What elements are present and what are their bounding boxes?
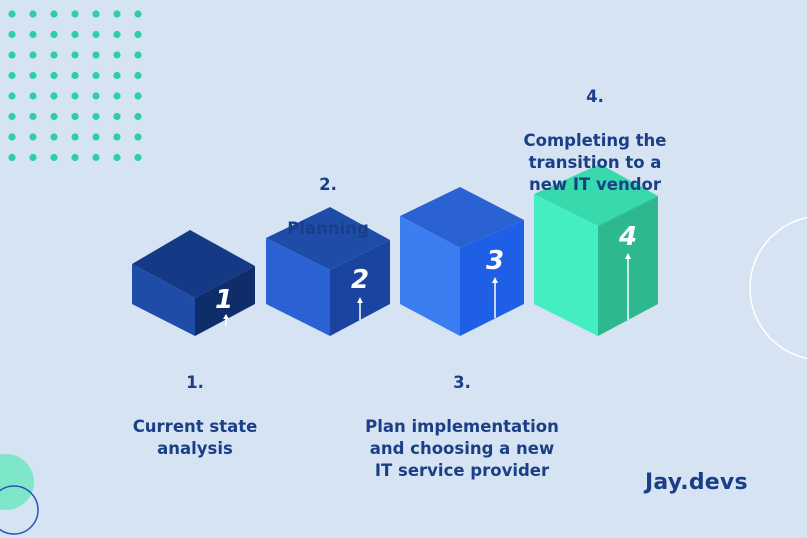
decor-dot [113,92,121,100]
cube-step-1: 1 [132,230,255,336]
decor-dot [50,92,58,100]
decor-dot [50,51,58,59]
decor-dot [134,30,142,39]
decor-dot [113,112,121,121]
step-2-number: 2. [319,175,337,194]
cube-digit-1: 1 [215,285,233,315]
decor-dot [8,133,16,141]
decor-dot [8,112,16,121]
decor-dot [113,30,121,39]
decor-dot [113,71,121,80]
cube-digit-2: 2 [351,265,369,295]
decor-dot [29,112,37,121]
decor-dot [71,92,79,100]
cube-digit-3: 3 [486,246,504,276]
decor-dot [50,112,58,121]
decor-dot [8,51,16,59]
decor-dot [29,10,37,18]
step-3-number: 3. [453,373,471,392]
decor-dot [92,153,100,162]
decor-dot [29,133,37,141]
decor-dot [113,10,121,18]
step-2-label: 2. Planning [243,152,413,262]
cube-step-2: 2 [266,207,390,336]
decor-dot [113,133,121,141]
cube-step-4: 4 [534,164,658,336]
step-4-number: 4. [586,87,604,106]
step-3-label: 3. Plan implementation and choosing a ne… [352,350,572,504]
decor-dot [8,71,16,80]
decor-dot [71,71,79,80]
cube-digit-4: 4 [618,222,637,252]
decor-dot [29,92,37,100]
step-1-text: Current state analysis [132,417,258,458]
step-3-text: Plan implementation and choosing a new I… [365,417,559,480]
decor-dot [29,71,37,80]
decor-dot [50,10,58,18]
decor-dot [8,92,16,100]
step-4-label: 4. Completing the transition to a new IT… [505,64,685,218]
outline-circle-right [749,216,807,360]
decor-dot [92,92,100,100]
filled-circle-left [0,454,34,510]
decor-dot [8,30,16,39]
decor-dot [113,153,121,162]
decor-dot [8,10,16,18]
decor-dot [71,10,79,18]
decor-dot [8,153,16,162]
outline-circle-left [0,485,39,535]
decor-dot [134,10,142,18]
decor-dot [92,112,100,121]
decor-dot [29,51,37,59]
decor-dot [29,30,37,39]
decor-dot [134,153,142,162]
decor-dot [50,133,58,141]
step-2-text: Planning [287,219,369,238]
decor-dot [29,153,37,162]
step-4-text: Completing the transition to a new IT ve… [523,131,667,194]
decor-dot [134,71,142,80]
decor-dot [71,133,79,141]
decor-dot [92,133,100,141]
decor-dot [50,71,58,80]
decor-dot [92,10,100,18]
decor-dot [71,30,79,39]
decor-dot [71,51,79,59]
step-1-label: 1. Current state analysis [110,350,280,482]
step-1-number: 1. [186,373,204,392]
cube-step-3: 3 [400,187,524,336]
decor-dot [71,112,79,121]
decor-dot [134,133,142,141]
decor-dot [50,30,58,39]
decor-dot [92,71,100,80]
decor-dot [92,51,100,59]
decor-dot [71,153,79,162]
decor-dot [134,92,142,100]
decor-dot [134,51,142,59]
decor-dot [92,30,100,39]
decor-dot [134,112,142,121]
jaydevs-logo: Jay.devs [645,470,748,495]
decor-dot [113,51,121,59]
decor-dot [50,153,58,162]
